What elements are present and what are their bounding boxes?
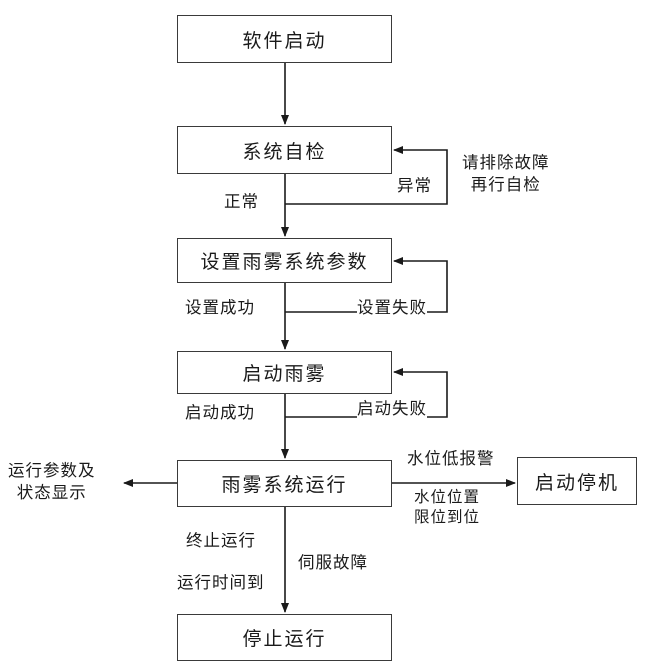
edge-label-abnormal: 异常 [397, 175, 432, 197]
node-label: 软件启动 [242, 29, 327, 52]
edge-label-runtime-reached: 运行时间到 [177, 572, 265, 594]
node-label: 启动停机 [534, 471, 619, 494]
edge-label-start-fail: 启动失败 [357, 398, 427, 420]
edge-label-water-limit: 水位位置 限位到位 [414, 488, 481, 527]
edge-label-low-water-alarm: 水位低报警 [407, 448, 495, 470]
wire-abnormal-loop [285, 146, 448, 205]
edge-label-set-fail: 设置失败 [357, 297, 427, 319]
node-start-mist[interactable]: 启动雨雾 [177, 351, 392, 394]
edge-label-set-success: 设置成功 [185, 297, 255, 319]
edge-label-terminate-run: 终止运行 [186, 530, 256, 552]
node-system-running[interactable]: 雨雾系统运行 [177, 460, 392, 507]
node-system-selftest[interactable]: 系统自检 [177, 126, 392, 174]
edge-label-servo-fault: 伺服故障 [298, 552, 368, 574]
node-label: 设置雨雾系统参数 [200, 251, 369, 273]
node-label: 启动雨雾 [242, 363, 327, 385]
node-stop-running[interactable]: 停止运行 [177, 614, 392, 661]
edge-label-run-params-status: 运行参数及 状态显示 [8, 461, 96, 502]
node-label: 停止运行 [242, 628, 327, 650]
edge-label-start-success: 启动成功 [185, 402, 255, 424]
edge-label-normal: 正常 [224, 191, 259, 213]
node-start-shutdown[interactable]: 启动停机 [517, 457, 637, 505]
node-software-start[interactable]: 软件启动 [177, 15, 392, 63]
node-label: 系统自检 [242, 140, 327, 163]
node-label: 雨雾系统运行 [221, 474, 348, 496]
edge-label-fix-fault-retest: 请排除故障 再行自检 [462, 153, 550, 194]
node-set-params[interactable]: 设置雨雾系统参数 [177, 238, 392, 283]
